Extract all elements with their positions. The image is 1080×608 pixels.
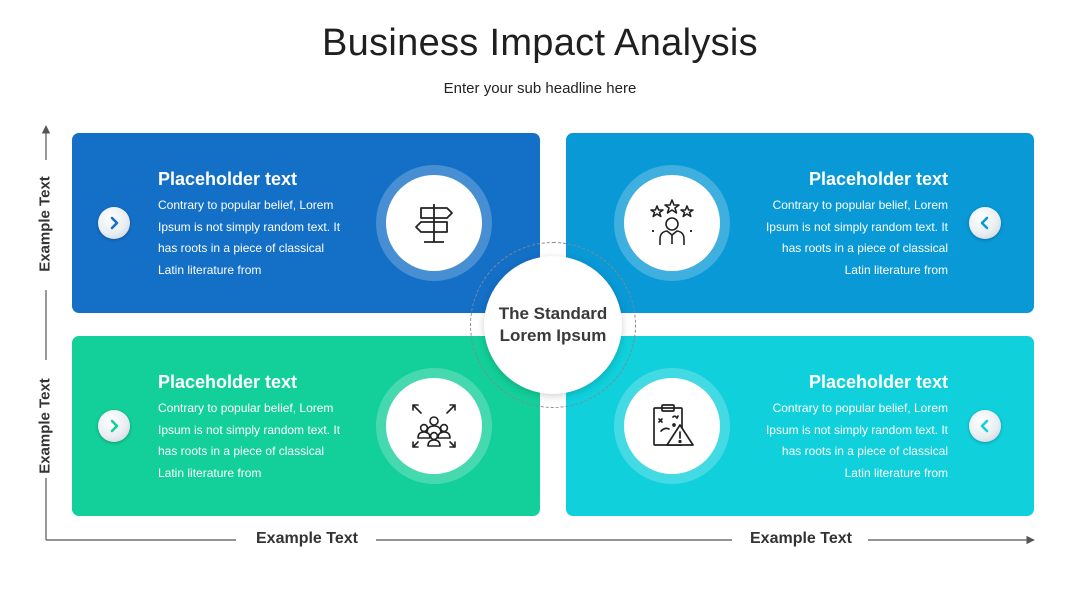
chevron-left-button[interactable]: [969, 207, 1001, 239]
y-axis-label-bottom: Example Text: [36, 378, 54, 474]
page-subtitle: Enter your sub headline here: [443, 80, 637, 97]
quadrant-body: Contrary to popular belief, Lorem Ipsum …: [158, 401, 341, 480]
signpost-icon: [415, 204, 453, 243]
quadrant-title: Placeholder text: [808, 372, 948, 392]
page-title: Business Impact Analysis: [322, 22, 758, 64]
icon-ring: [376, 165, 492, 281]
star-person-icon: [650, 199, 694, 245]
chevron-left-icon: [980, 216, 989, 230]
chevron-left-icon: [980, 419, 989, 433]
icon-ring: [614, 368, 730, 484]
quadrant-title: Placeholder text: [808, 169, 948, 189]
x-axis-label-left: Example Text: [256, 530, 358, 547]
quadrant-title: Placeholder text: [158, 372, 298, 392]
center-dashed-ring: [470, 242, 636, 408]
center-circle: The Standard Lorem Ipsum: [484, 256, 622, 394]
quadrant-bottom-left: Placeholder text Contrary to popular bel…: [72, 336, 540, 516]
group-expand-icon: [412, 404, 456, 448]
chevron-right-button[interactable]: [98, 207, 130, 239]
quadrant-body: Contrary to popular belief, Lorem Ipsum …: [765, 198, 948, 277]
quadrant-body: Contrary to popular belief, Lorem Ipsum …: [158, 198, 341, 277]
quadrant-bottom-right: Placeholder text Contrary to popular bel…: [566, 336, 1034, 516]
chevron-left-button[interactable]: [969, 410, 1001, 442]
quadrant-body: Contrary to popular belief, Lorem Ipsum …: [765, 401, 948, 480]
quadrant-top-left: Placeholder text Contrary to popular bel…: [72, 133, 540, 313]
quadrant-title: Placeholder text: [158, 169, 298, 189]
quadrant-top-right: Placeholder text Contrary to popular bel…: [566, 133, 1034, 313]
x-axis-label-right: Example Text: [750, 530, 852, 547]
chevron-right-icon: [110, 216, 119, 230]
clipboard-warning-icon: [653, 404, 694, 446]
y-axis-label-top: Example Text: [36, 176, 54, 272]
chevron-right-icon: [110, 419, 119, 433]
icon-ring: [614, 165, 730, 281]
chevron-right-button[interactable]: [98, 410, 130, 442]
center-label: The Standard Lorem Ipsum: [498, 304, 608, 345]
icon-ring: [376, 368, 492, 484]
